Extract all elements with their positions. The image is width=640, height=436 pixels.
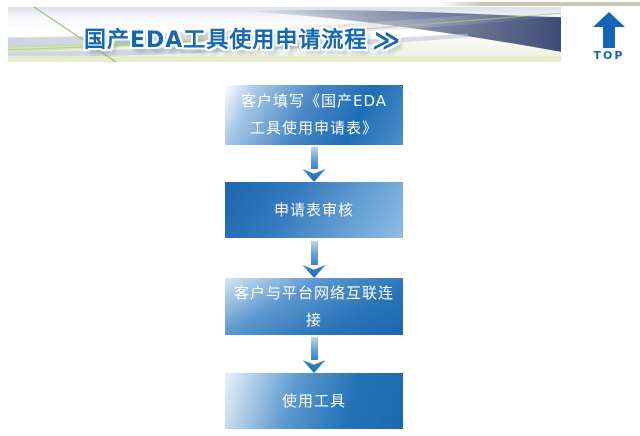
banner-swoosh-art <box>8 7 561 62</box>
flow-step-4-label: 使用工具 <box>281 391 346 410</box>
top-divider-line <box>438 2 640 6</box>
flow-step-3-label: 客户与平台网络互联连接 <box>234 283 395 329</box>
page-title: 国产EDA工具使用申请流程≫ <box>84 22 404 56</box>
back-to-top-button[interactable]: TOP <box>584 12 634 62</box>
down-arrowhead-icon <box>302 169 326 182</box>
down-arrow-connector-2 <box>225 238 403 278</box>
header-banner: 国产EDA工具使用申请流程≫ <box>8 7 561 62</box>
down-arrowhead-icon <box>302 360 326 373</box>
connector-shaft <box>310 337 318 360</box>
flow-step-1-label: 客户填写《国产EDA工具使用申请表》 <box>240 92 388 137</box>
down-arrow-connector-1 <box>225 145 403 182</box>
chevron-right-icon: ≫ <box>371 26 404 56</box>
connector-shaft <box>310 147 318 169</box>
flow-step-2: 申请表审核 <box>225 182 403 238</box>
back-to-top-label: TOP <box>593 49 625 62</box>
down-arrow-connector-3 <box>225 335 403 373</box>
connector-shaft <box>310 241 318 265</box>
flow-step-1: 客户填写《国产EDA工具使用申请表》 <box>225 85 403 145</box>
flow-step-2-label: 申请表审核 <box>273 200 354 219</box>
flowchart: 客户填写《国产EDA工具使用申请表》 申请表审核 客户与平台网络互联连接 使用工… <box>225 85 403 429</box>
down-arrowhead-icon <box>302 265 326 278</box>
flow-step-4: 使用工具 <box>225 373 403 429</box>
arrow-up-icon <box>593 12 625 48</box>
flow-step-3: 客户与平台网络互联连接 <box>225 278 403 335</box>
page-title-text: 国产EDA工具使用申请流程 <box>84 28 368 53</box>
